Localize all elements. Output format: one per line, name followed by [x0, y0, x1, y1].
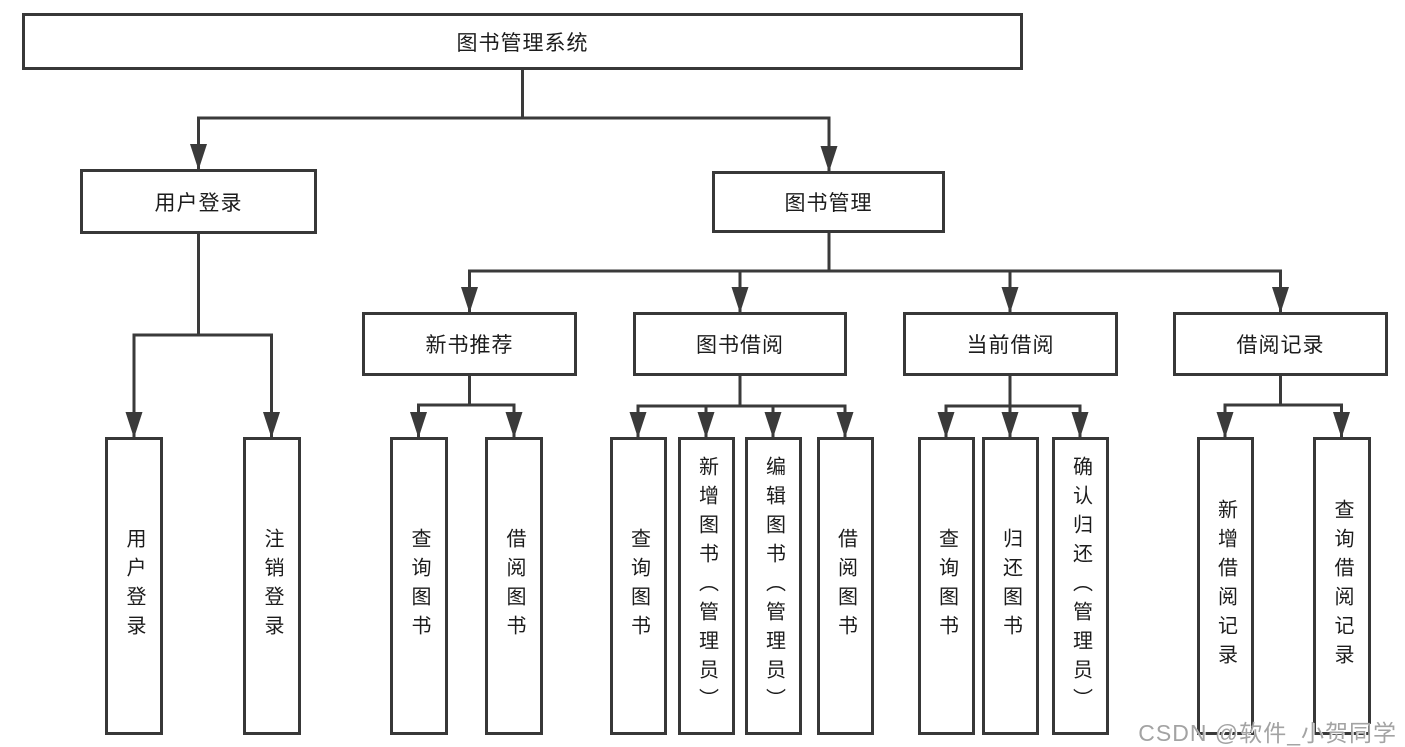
leaf-return-books: 归还图书 — [982, 437, 1039, 735]
node-root-system: 图书管理系统 — [22, 13, 1023, 70]
node-borrow-records: 借阅记录 — [1173, 312, 1388, 376]
node-user-login: 用户登录 — [80, 169, 317, 234]
leaf-query-borrow-record: 查询借阅记录 — [1313, 437, 1371, 735]
leaf-edit-books-admin: 编辑图书（管理员） — [745, 437, 802, 735]
csdn-watermark: CSDN @软件_小贺同学 — [1138, 720, 1397, 746]
leaf-query-books-borrow: 查询图书 — [610, 437, 667, 735]
leaf-confirm-return-admin: 确认归还（管理员） — [1052, 437, 1109, 735]
leaf-borrow-books-recommend: 借阅图书 — [485, 437, 543, 735]
node-book-management: 图书管理 — [712, 171, 945, 233]
leaf-user-login: 用户登录 — [105, 437, 163, 735]
node-current-borrow: 当前借阅 — [903, 312, 1118, 376]
leaf-add-borrow-record: 新增借阅记录 — [1197, 437, 1254, 735]
node-new-book-recommend: 新书推荐 — [362, 312, 577, 376]
leaf-query-books-current: 查询图书 — [918, 437, 975, 735]
leaf-query-books-recommend: 查询图书 — [390, 437, 448, 735]
leaf-add-books-admin: 新增图书（管理员） — [678, 437, 735, 735]
leaf-logout: 注销登录 — [243, 437, 301, 735]
node-book-borrow: 图书借阅 — [633, 312, 847, 376]
leaf-borrow-books: 借阅图书 — [817, 437, 874, 735]
